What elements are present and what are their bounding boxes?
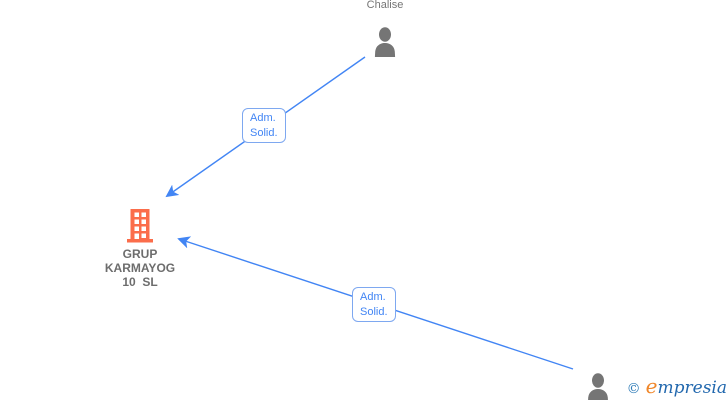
company-label-line-2: KARMAYOG [104, 261, 176, 275]
edge-label-line: Solid. [250, 126, 278, 139]
company-label-line-1: GRUP [122, 247, 158, 261]
edge-label-box-1: Adm. Solid. [242, 108, 286, 143]
company-label-line-3: 10 SL [122, 275, 158, 289]
node-label-company[interactable]: GRUP KARMAYOG 10 SL [90, 247, 190, 289]
node-person-2[interactable] [582, 373, 614, 400]
building-icon [124, 207, 156, 243]
edge-label-line: Adm. [360, 290, 386, 303]
person-icon [582, 373, 614, 400]
empresia-logo[interactable]: ©empresia [627, 374, 727, 398]
brand-initial: e [645, 374, 658, 398]
node-label-chalise[interactable]: Chalise [366, 0, 404, 11]
copyright-icon: © [626, 381, 641, 397]
node-company-grup-karmayog[interactable] [124, 207, 156, 243]
brand-name: mpresia [657, 378, 728, 398]
node-person-chalise[interactable] [369, 27, 401, 57]
person-icon [369, 27, 401, 57]
edge-label-line: Adm. [250, 111, 276, 124]
edge-label-line: Solid. [360, 305, 388, 318]
edge-label-box-2: Adm. Solid. [352, 287, 396, 322]
